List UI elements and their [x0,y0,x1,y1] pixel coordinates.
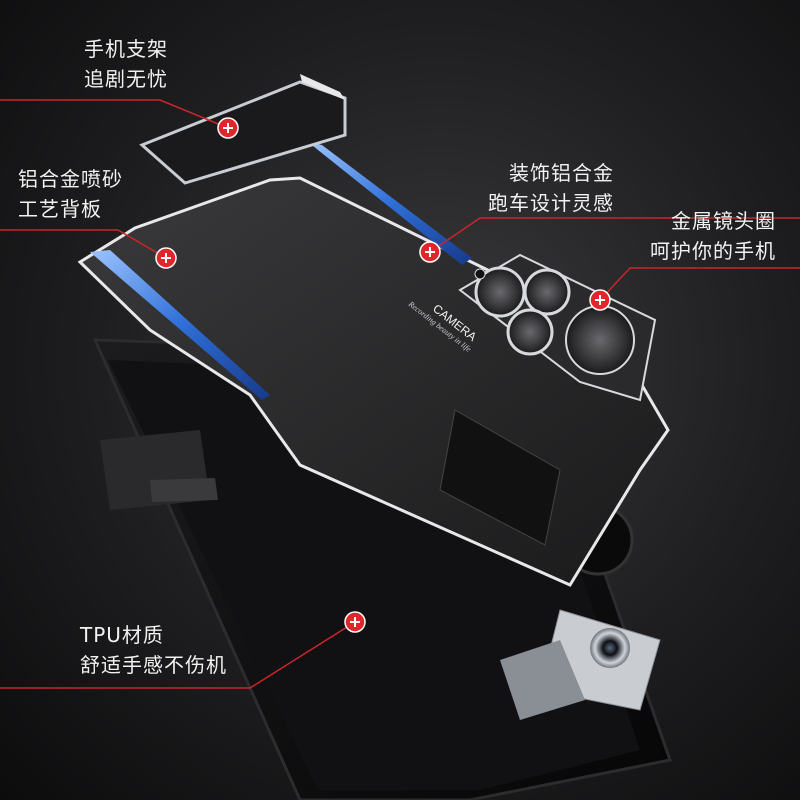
callout-lens-ring-line2: 呵护你的手机 [650,239,776,263]
aluminium-back-plate: CAMERA Recording beauty in life [77,142,670,587]
stand-shadow-foot [150,478,218,502]
callout-trim-line2: 跑车设计灵感 [488,191,614,215]
callout-back-plate-line2: 工艺背板 [18,197,102,221]
callout-tpu-line2: 舒适手感不伤机 [80,653,227,677]
lens-ring-3-icon [506,308,554,356]
metal-lens-ring [458,253,657,402]
camera-cutout [439,409,561,546]
callout-lens-ring: 金属镜头圈 呵护你的手机 [650,206,776,266]
marker-stand-icon [217,117,239,139]
callout-stand-line1: 手机支架 [84,37,168,61]
lens-ring-4-icon [565,305,635,375]
leader-line-tpu [0,621,356,689]
phone-lens-icon [590,628,630,668]
stand-hinge [300,74,345,100]
lens-ring-2-icon [523,268,571,316]
callout-trim: 装饰铝合金 跑车设计灵感 [488,158,614,218]
marker-lens-ring-icon [589,289,611,311]
callout-back-plate: 铝合金喷砂 工艺背板 [18,164,123,224]
callout-tpu: TPU材质 舒适手感不伤机 [80,620,227,680]
callout-stand-line2: 追剧无忧 [84,67,168,91]
blue-trim-left [90,250,270,400]
leader-lines [0,99,800,689]
marker-back-plate-icon [155,247,177,269]
phone-stand [139,74,347,185]
leader-line-stand [0,99,229,129]
callout-tpu-line1: TPU材质 [80,623,164,647]
leader-line-back-plate [0,229,167,259]
blue-trim-top [308,142,472,265]
callout-back-plate-line1: 铝合金喷砂 [18,167,123,191]
marker-trim-icon [419,241,441,263]
callout-lens-ring-line1: 金属镜头圈 [671,209,776,233]
phone-lens-bump [500,640,585,720]
callout-trim-line1: 装饰铝合金 [509,161,614,185]
callout-stand: 手机支架 追剧无忧 [84,34,168,94]
leader-line-lens-ring [599,267,800,301]
leader-line-trim [429,217,800,253]
marker-tpu-icon [344,611,366,633]
